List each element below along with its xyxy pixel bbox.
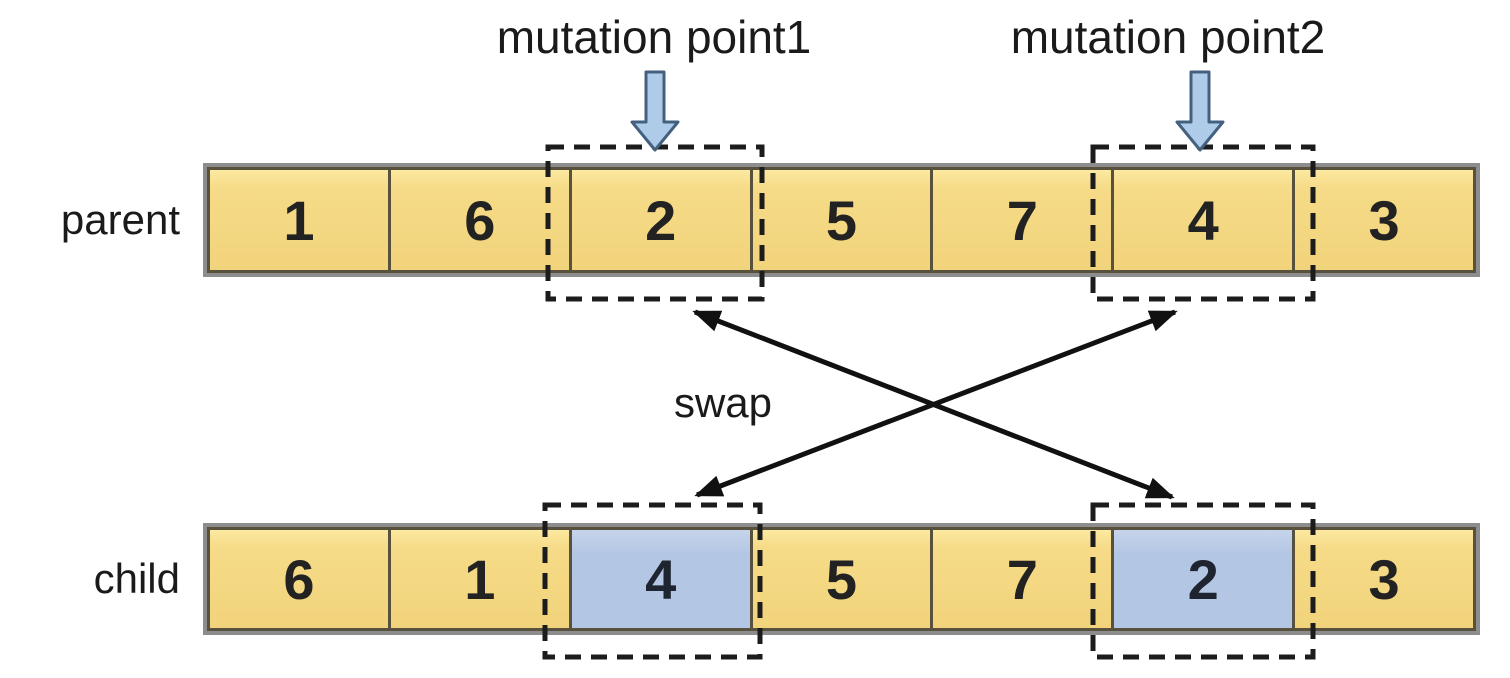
parent-chromosome-row: 1 6 2 5 7 4 3 — [203, 163, 1480, 277]
child-gene-3-swapped: 4 — [571, 527, 753, 631]
mutation-point1-down-block-arrow-icon — [630, 70, 680, 152]
parent-gene-2: 6 — [390, 167, 572, 273]
mutation-point2-down-block-arrow-icon — [1175, 70, 1225, 152]
parent-gene-3: 2 — [571, 167, 753, 273]
child-gene-2: 1 — [390, 527, 572, 631]
mutation-point1-label: mutation point1 — [496, 11, 812, 63]
child-row-label: child — [93, 555, 180, 602]
mutation-point2-label: mutation point2 — [1010, 11, 1326, 63]
parent-gene-5: 7 — [933, 167, 1115, 273]
child-chromosome-row: 6 1 4 5 7 2 3 — [203, 523, 1480, 635]
swap-label: swap — [673, 379, 773, 426]
child-gene-7: 3 — [1295, 527, 1477, 631]
parent-row-label: parent — [60, 196, 180, 243]
parent-gene-6: 4 — [1114, 167, 1296, 273]
parent-gene-7: 3 — [1295, 167, 1477, 273]
child-gene-1: 6 — [207, 527, 391, 631]
parent-gene-1: 1 — [207, 167, 391, 273]
parent-gene-4: 5 — [752, 167, 934, 273]
child-gene-4: 5 — [752, 527, 934, 631]
child-gene-6-swapped: 2 — [1114, 527, 1296, 631]
child-gene-5: 7 — [933, 527, 1115, 631]
